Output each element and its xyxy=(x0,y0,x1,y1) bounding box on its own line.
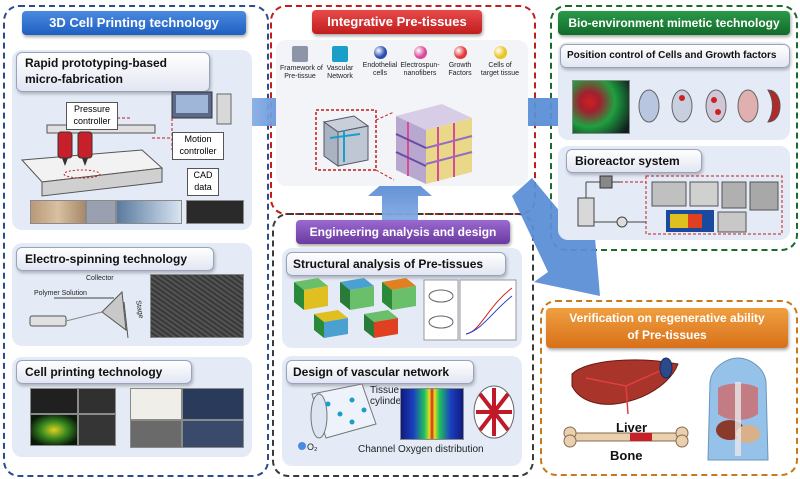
polymer-label: Polymer Solution xyxy=(34,290,87,297)
cells-fluorescence-image xyxy=(572,80,630,134)
legend-label: nanofibers xyxy=(403,70,437,77)
tissue-cylinder-diagram xyxy=(298,384,377,450)
cell-image-4 xyxy=(78,414,116,446)
motion-line2: controller xyxy=(179,146,217,156)
legend-label: Growth xyxy=(448,62,472,69)
liver-label: Liver xyxy=(616,420,648,435)
rapid-prototyping-title: Rapid prototyping-based micro-fabricatio… xyxy=(16,52,210,92)
vascular-network-render xyxy=(473,385,515,439)
pressure-line1: Pressure xyxy=(73,104,110,114)
structural-analysis-title: Structural analysis of Pre-tissues xyxy=(286,252,506,276)
rapid-title-line2: micro-fabrication xyxy=(25,72,124,86)
human-body-illustration xyxy=(707,357,769,461)
legend-label: Vascular xyxy=(326,65,354,72)
legend-label: Factors xyxy=(448,70,472,77)
bio-environment-section xyxy=(550,5,798,251)
nanofiber-sem-image xyxy=(150,274,244,338)
cell-image-1 xyxy=(30,388,78,414)
organ-regeneration-sequence xyxy=(638,89,781,123)
tissue-line2: cylinder xyxy=(370,396,405,407)
liver-illustration xyxy=(571,357,679,415)
cell-image-8 xyxy=(182,420,244,448)
tissue-line1: Tissue xyxy=(370,385,400,396)
oxygen-distribution-map xyxy=(400,388,464,440)
legend-label: target tissue xyxy=(480,70,520,77)
legend-label: Endothelial xyxy=(362,62,398,69)
legend-swatch xyxy=(373,46,387,59)
legend-swatch xyxy=(493,46,507,59)
motion-controller-box: Motion controller xyxy=(172,132,224,160)
rapid-title-line1: Rapid prototyping-based xyxy=(25,56,167,70)
oxygen-distribution-label: Oxygen distribution xyxy=(398,444,484,455)
cell-printing-section xyxy=(3,5,269,477)
collector-label: Collector xyxy=(86,275,114,282)
verification-section xyxy=(540,300,798,476)
bioreactor-title: Bioreactor system xyxy=(566,149,702,173)
engineering-title: Engineering analysis and design xyxy=(296,220,510,244)
scaffold-photo-2 xyxy=(86,200,116,224)
scaffold-photo-1 xyxy=(30,200,86,224)
arrow-to-verification xyxy=(512,178,600,296)
tissue-cylinder-label: Tissue cylinder xyxy=(370,385,404,407)
scaffold-photo-3 xyxy=(116,200,182,224)
cad-data-box: CAD data xyxy=(187,168,219,196)
cell-printing-title: 3D Cell Printing technology xyxy=(22,11,246,35)
pressure-line2: controller xyxy=(73,116,111,126)
legend-label: Network xyxy=(327,73,353,80)
position-control-title: Position control of Cells and Growth fac… xyxy=(560,44,790,68)
cell-image-2 xyxy=(78,388,116,414)
scaffold-photo-4 xyxy=(186,200,244,224)
verification-title-line1: Verification on regenerative ability xyxy=(569,311,765,325)
legend-label: cells xyxy=(372,70,387,77)
verification-title: Verification on regenerative ability of … xyxy=(546,308,788,348)
legend-label: Electrospun- xyxy=(400,62,440,69)
legend-swatch xyxy=(453,46,467,59)
cad-line1: CAD xyxy=(193,170,213,180)
channel-label: Channel xyxy=(358,444,396,455)
bone-illustration xyxy=(563,426,689,448)
cell-image-5 xyxy=(130,388,182,420)
cell-image-6 xyxy=(182,388,244,420)
pressure-controller-box: Pressure controller xyxy=(66,102,118,130)
electrospinning-diagram xyxy=(29,290,129,339)
bioreactor-diagram xyxy=(577,175,783,235)
cell-image-3 xyxy=(30,414,78,446)
o2-label: O₂ xyxy=(307,442,318,452)
legend-swatch xyxy=(332,46,348,62)
motion-line1: Motion xyxy=(184,134,212,144)
cad-line2: data xyxy=(194,182,212,192)
pre-tissue-cube xyxy=(315,104,473,184)
legend-item: Electrospun-nanofibers xyxy=(400,46,440,78)
bio-environment-title: Bio-environment mimetic technology xyxy=(558,11,790,35)
printer-illustration xyxy=(20,91,232,197)
legend-label: Framework of xyxy=(280,65,323,72)
structural-analysis-images xyxy=(294,278,517,341)
cell-printing-subtitle: Cell printing technology xyxy=(16,360,192,384)
legend-label: Pre-tissue xyxy=(284,73,316,80)
legend-label: Cells of xyxy=(488,62,512,69)
legend-swatch xyxy=(292,46,308,62)
electrospinning-title: Electro-spinning technology xyxy=(16,247,214,271)
pre-tissues-title: Integrative Pre-tissues xyxy=(312,10,482,34)
vascular-design-title: Design of vascular network xyxy=(286,360,474,384)
verification-title-line2: of Pre-tissues xyxy=(627,328,707,342)
legend-swatch xyxy=(413,46,427,59)
cell-image-7 xyxy=(130,420,182,448)
bone-label: Bone xyxy=(610,448,643,463)
